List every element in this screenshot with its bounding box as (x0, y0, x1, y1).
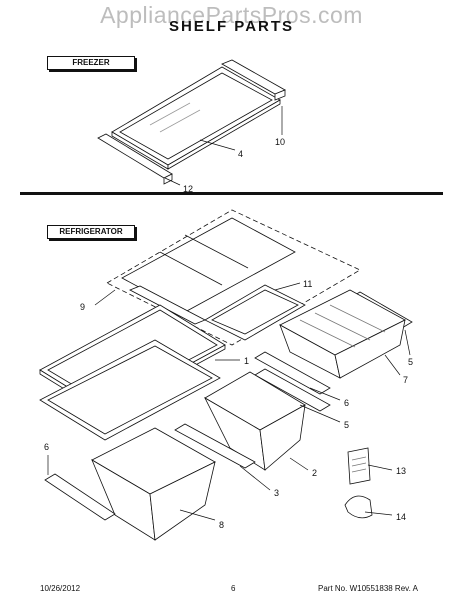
callout-14: 14 (396, 512, 406, 522)
footer-part-number: Part No. W10551838 Rev. A (318, 584, 418, 593)
callout-7: 7 (403, 375, 408, 385)
freezer-section-label: FREEZER (47, 56, 135, 70)
callout-1: 1 (244, 356, 249, 366)
callout-11: 11 (303, 279, 312, 289)
drawer-cap-14 (344, 495, 373, 519)
callout-2: 2 (312, 468, 317, 478)
crisper-drawer-8 (91, 427, 216, 541)
crisper-drawer-2 (204, 371, 306, 471)
freezer-rail-12 (97, 133, 173, 185)
callout-6-left: 6 (44, 442, 49, 452)
humidity-control-13 (347, 447, 371, 485)
callout-3: 3 (274, 488, 279, 498)
callout-5-upper: 5 (408, 357, 413, 367)
callout-13: 13 (396, 466, 406, 476)
callout-8: 8 (219, 520, 224, 530)
watermark: AppliancePartsPros.com (100, 2, 363, 28)
small-shelf-11 (204, 284, 306, 341)
crisper-cover-3 (174, 423, 256, 469)
freezer-shelf (111, 66, 281, 170)
shelf-bracket-5-lower (254, 368, 331, 412)
drawer-rail-6-left (44, 473, 116, 521)
footer-page: 6 (231, 584, 236, 593)
section-divider (20, 192, 443, 195)
callout-9: 9 (80, 302, 85, 312)
callout-10: 10 (275, 137, 285, 147)
refrigerator-section-label: REFRIGERATOR (47, 225, 135, 239)
callout-4: 4 (238, 149, 243, 159)
callout-12: 12 (183, 184, 193, 194)
shelf-assembly-9 (121, 217, 296, 325)
footer-date: 10/26/2012 (40, 584, 81, 593)
refrigerator-shelf-lower (39, 339, 221, 441)
callout-5-lower: 5 (344, 420, 349, 430)
drawer-rail-6-right (254, 351, 331, 395)
callout-6-right: 6 (344, 398, 349, 408)
deli-drawer-7 (279, 289, 406, 379)
freezer-rail-10 (221, 59, 286, 101)
page-title: SHELF PARTS (168, 18, 295, 35)
